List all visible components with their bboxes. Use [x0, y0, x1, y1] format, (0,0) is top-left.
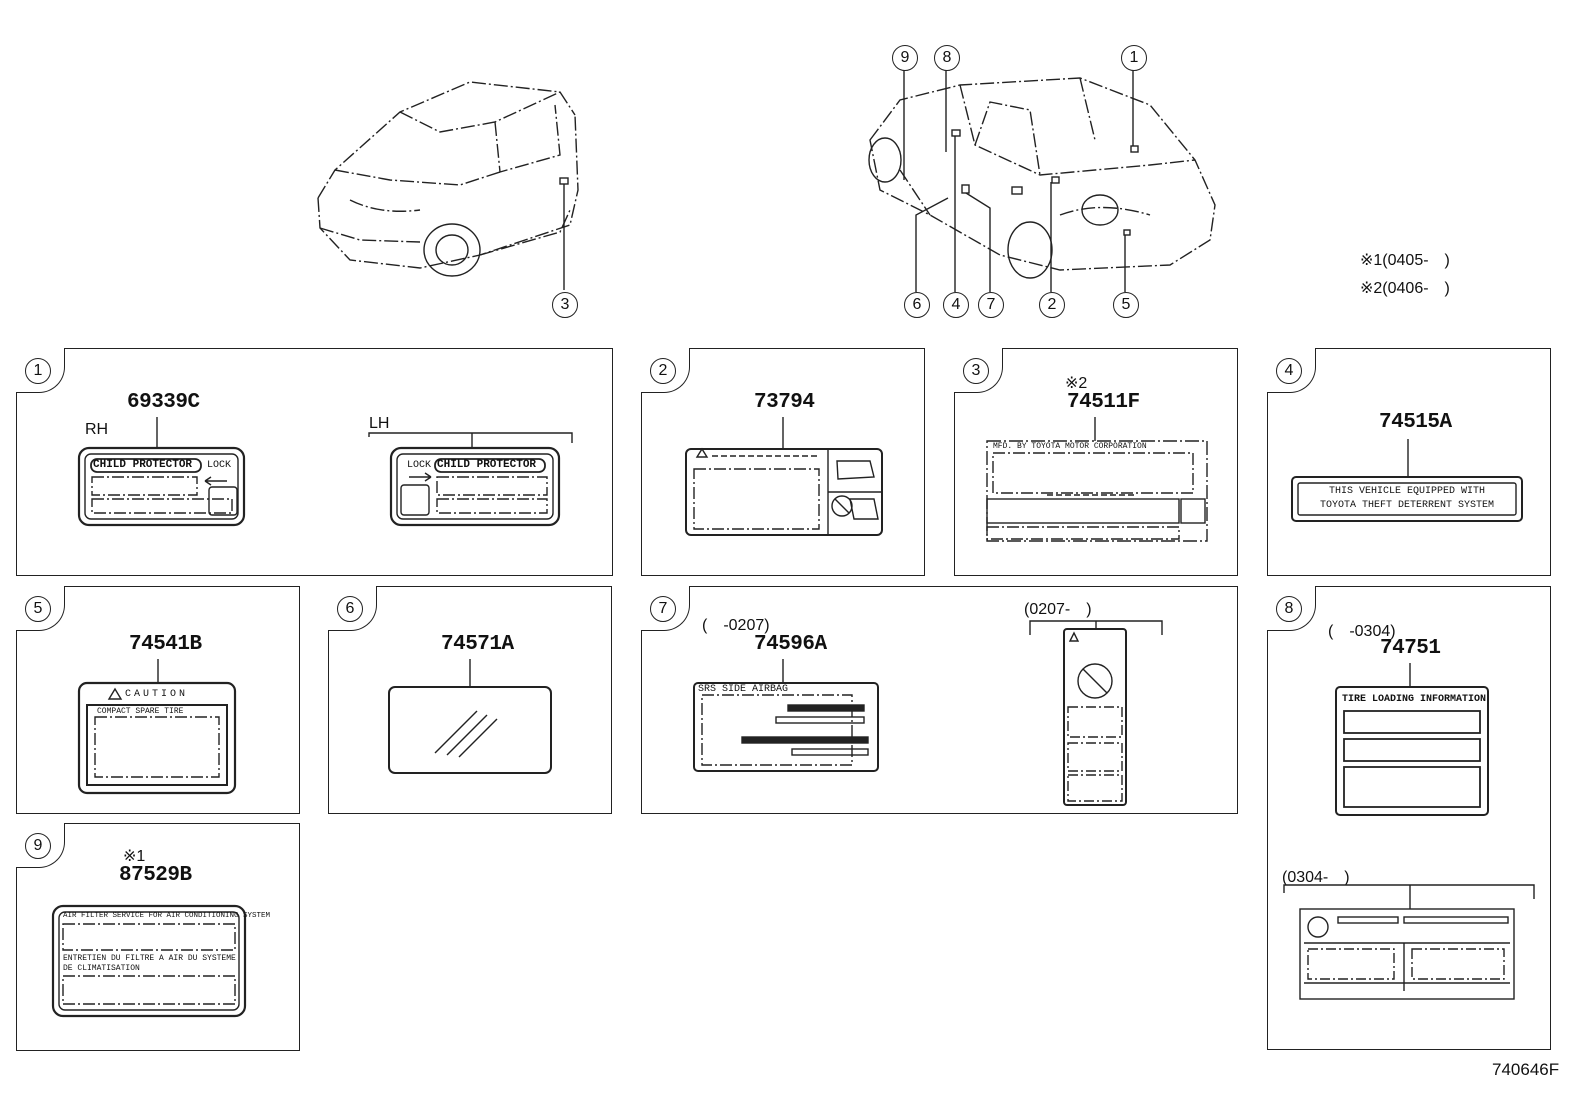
caution-text: CAUTION — [125, 689, 189, 700]
panel-number: 1 — [25, 358, 51, 384]
panel-9: 9 ※1 87529B AIR FILTER SERVICE FOR AIR C… — [16, 823, 300, 1051]
note-1: ※1(0405- ) — [1360, 252, 1450, 269]
part-number: 74751 — [1380, 637, 1441, 660]
panel-number: 2 — [650, 358, 676, 384]
child-protector-labels — [77, 417, 573, 527]
callout-3-front: 3 — [552, 292, 578, 318]
panel-4: 4 74515A THIS VEHICLE EQUIPPED WITH TOYO… — [1267, 348, 1551, 576]
srs-side-airbag-labels — [693, 620, 1163, 806]
part-number: 74571A — [441, 633, 514, 656]
vin-label — [986, 417, 1208, 542]
theft-deterrent-label — [1291, 439, 1523, 522]
note-2: ※2(0406- ) — [1360, 280, 1450, 297]
callout-2: 2 — [1039, 292, 1065, 318]
panel-8: 8 ( -0304) 74751 (0304- ) TIRE LOADING I… — [1267, 586, 1551, 1050]
panel-number: 4 — [1276, 358, 1302, 384]
lh-label: LH — [369, 415, 390, 432]
part-number: 87529B — [119, 864, 192, 887]
lh-lock-text: LOCK — [407, 460, 432, 471]
label-text: SRS SIDE AIRBAG — [698, 684, 789, 695]
panel-number: 8 — [1276, 596, 1302, 622]
panel-number: 5 — [25, 596, 51, 622]
label-line-2: TOYOTA THEFT DETERRENT SYSTEM — [1319, 500, 1495, 511]
label-text: MFD. BY TOYOTA MOTOR CORPORATION — [993, 442, 1147, 451]
note-mark: ※1 — [123, 848, 146, 865]
part-number: 73794 — [754, 391, 815, 414]
part-number: 74596A — [754, 633, 827, 656]
panel-1: 1 69339C RH LH CHILD PROTECTOR LOCK CHIL… — [16, 348, 613, 576]
air-filter-label — [51, 904, 247, 1018]
label-line-2: ENTRETIEN DU FILTRE A AIR DU SYSTEME — [63, 954, 236, 963]
label-text: TIRE LOADING INFORMATION — [1342, 694, 1487, 705]
callout-5: 5 — [1113, 292, 1139, 318]
callout-6: 6 — [904, 292, 930, 318]
compact-spare-text: COMPACT SPARE TIRE — [97, 707, 184, 716]
rh-lock-text: LOCK — [207, 460, 232, 471]
panel-number: 6 — [337, 596, 363, 622]
part-number: 74541B — [129, 633, 202, 656]
panel-number: 3 — [963, 358, 989, 384]
panel-number: 7 — [650, 596, 676, 622]
label-line-1: AIR FILTER SERVICE FOR AIR CONDITIONING … — [63, 912, 271, 920]
airbag-warning-label — [685, 417, 883, 536]
panel-3: 3 ※2 74511F MFD. BY TOYOTA MOTOR CORPORA… — [954, 348, 1238, 576]
rh-label: RH — [85, 421, 109, 438]
blank-label — [388, 659, 552, 774]
range-after: (0304- ) — [1282, 869, 1350, 886]
callout-1: 1 — [1121, 45, 1147, 71]
panel-2: 2 73794 — [641, 348, 925, 576]
front-car-illustration — [317, 81, 579, 290]
rh-label-text: CHILD PROTECTOR — [93, 459, 193, 471]
part-number: 74515A — [1379, 411, 1452, 434]
panel-7: 7 ( -0207) 74596A (0207- ) SRS SIDE AIRB… — [641, 586, 1238, 814]
lh-label-text: CHILD PROTECTOR — [437, 459, 537, 471]
callout-9: 9 — [892, 45, 918, 71]
diagram-code: 740646F — [1492, 1060, 1560, 1079]
callout-8: 8 — [934, 45, 960, 71]
panel-5: 5 74541B CAUTION COMPACT SPARE TIRE — [16, 586, 300, 814]
panel-6: 6 74571A — [328, 586, 612, 814]
callout-4: 4 — [943, 292, 969, 318]
part-number: 74511F — [1067, 391, 1140, 414]
callout-7: 7 — [978, 292, 1004, 318]
label-line-1: THIS VEHICLE EQUIPPED WITH — [1328, 486, 1486, 497]
range-before: ( -0207) — [702, 617, 770, 634]
note-mark: ※2 — [1065, 375, 1088, 392]
spare-tire-label — [77, 659, 237, 795]
tire-loading-labels — [1283, 663, 1535, 1000]
label-line-3: DE CLIMATISATION — [63, 964, 140, 973]
part-number: 69339C — [127, 391, 200, 414]
range-after: (0207- ) — [1024, 601, 1092, 618]
range-before: ( -0304) — [1328, 623, 1396, 640]
panel-number: 9 — [25, 833, 51, 859]
rear-car-illustration — [868, 70, 1216, 292]
